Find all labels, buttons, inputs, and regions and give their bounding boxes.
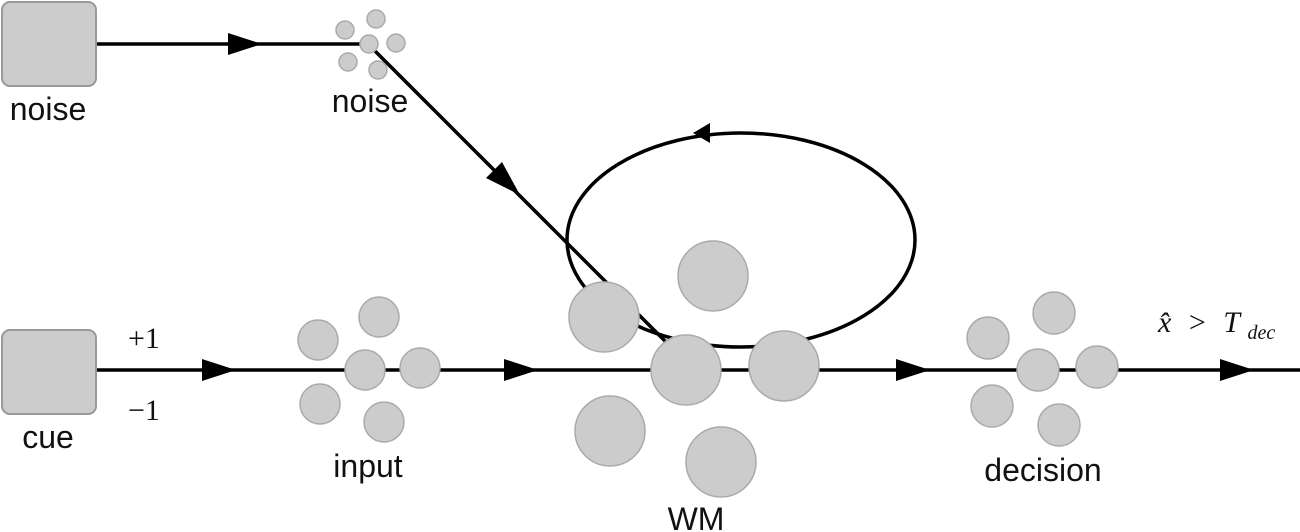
greater-than-symbol: > — [1189, 306, 1206, 339]
cue-source-box — [1, 329, 97, 415]
arrow-input-to-wm — [504, 359, 538, 381]
input-ensemble-label: input — [333, 448, 403, 484]
arrowheads — [202, 33, 1254, 381]
wm-ensemble — [568, 240, 820, 498]
decision-ensemble — [966, 291, 1119, 447]
threshold-subscript: dec — [1247, 322, 1275, 344]
neuron — [366, 9, 386, 29]
output-condition-label: x̂ > T dec — [1157, 306, 1275, 344]
neuron — [399, 347, 441, 389]
arrow-decision-output — [1220, 359, 1254, 381]
neuron — [568, 281, 640, 353]
neuron — [1016, 348, 1060, 392]
neuron — [677, 240, 749, 312]
cue-plus-label: +1 — [128, 322, 160, 355]
arrow-cue-to-input — [202, 359, 236, 381]
threshold-symbol: T — [1223, 306, 1242, 339]
input-ensemble — [297, 296, 441, 443]
neuron — [1032, 291, 1076, 335]
noise-source-label: noise — [10, 91, 87, 127]
cue-source-label: cue — [22, 419, 74, 455]
arrow-noise-to-wm — [486, 162, 520, 195]
neuron — [335, 20, 355, 40]
cue-minus-label: −1 — [128, 394, 160, 427]
neuron — [368, 60, 388, 80]
connections — [96, 42, 1300, 372]
noise-ensemble-label: noise — [332, 83, 409, 119]
neuron — [338, 52, 358, 72]
neuron — [650, 334, 722, 406]
neuron — [574, 395, 646, 467]
neuron — [344, 349, 386, 391]
arrow-wm-to-decision — [896, 359, 930, 381]
neuron — [970, 384, 1014, 428]
arrow-noise-to-ensemble — [228, 33, 262, 55]
neuron — [363, 401, 405, 443]
noise-ensemble — [335, 9, 406, 80]
x-hat-symbol: x̂ — [1157, 306, 1172, 339]
neuron — [358, 296, 400, 338]
neuron — [685, 426, 757, 498]
noise-source-box — [1, 1, 97, 87]
neuron — [297, 319, 339, 361]
wm-recurrent-loop — [565, 131, 917, 349]
decision-ensemble-label: decision — [984, 452, 1101, 488]
neuron — [386, 33, 406, 53]
neuron — [1037, 403, 1081, 447]
arrow-recurrent-loop — [693, 123, 710, 143]
neuron — [1075, 345, 1119, 389]
wm-ensemble-label: WM — [668, 501, 725, 532]
neuron — [748, 330, 820, 402]
neuron — [359, 34, 379, 54]
neuron — [299, 383, 341, 425]
neuron — [966, 316, 1010, 360]
